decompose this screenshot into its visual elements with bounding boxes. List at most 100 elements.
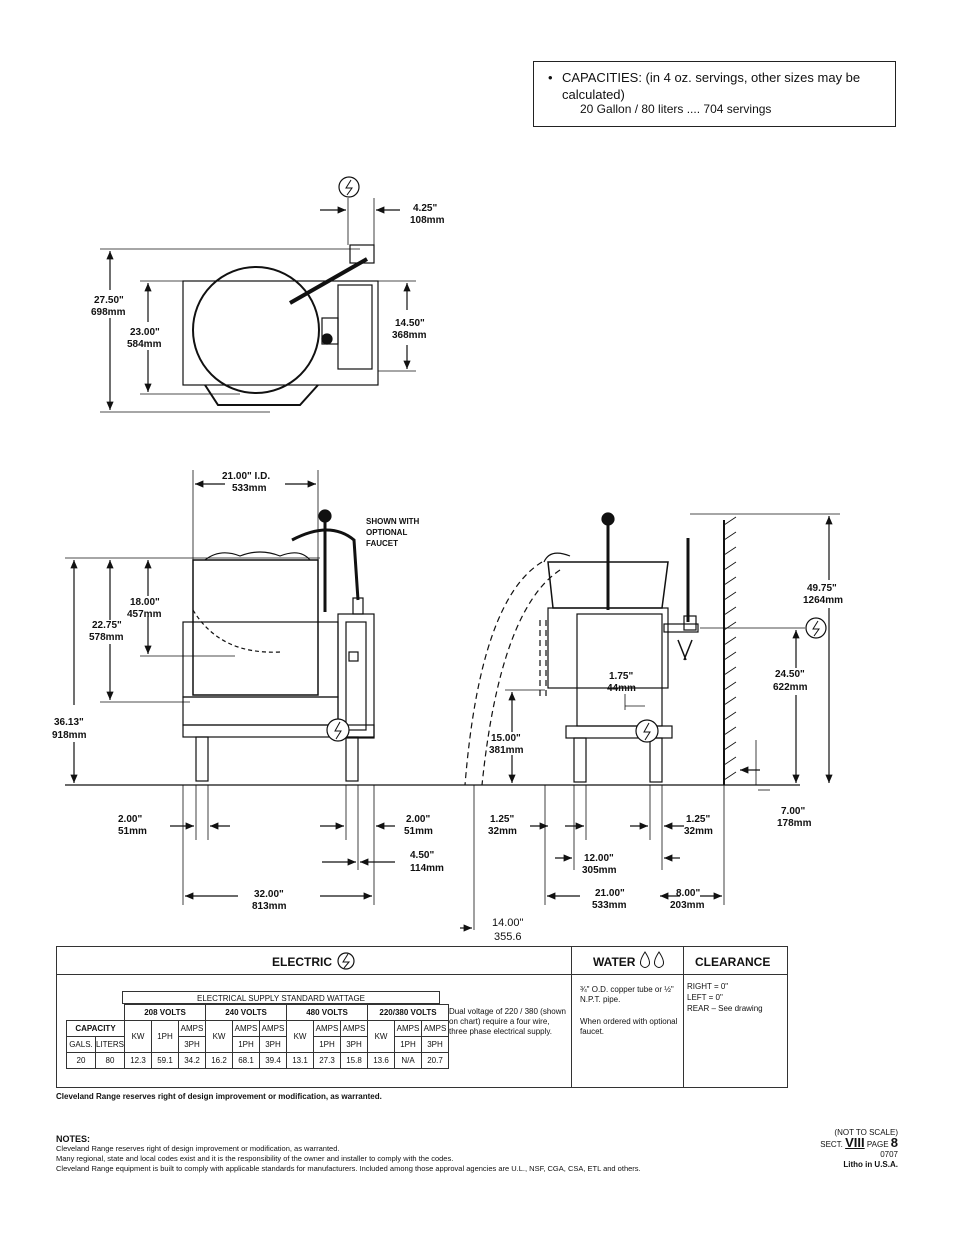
electric-heading: ELECTRIC <box>272 955 332 969</box>
faucet-note-3: FAUCET <box>366 539 398 548</box>
doc-code: 0707 <box>880 1150 898 1159</box>
dim-14-50-in: 14.50" <box>395 318 425 329</box>
water-heading: WATER <box>593 955 636 969</box>
side-view <box>464 512 827 786</box>
capacities-heading: CAPACITIES: (in 4 oz. servings, other si… <box>562 70 861 102</box>
dim-355-6: 355.6 <box>494 931 522 943</box>
amps-240-3: AMPS <box>259 1020 288 1037</box>
amps-380-1: AMPS <box>394 1020 423 1037</box>
faucet-note-1: SHOWN WITH <box>366 517 420 526</box>
dim-15-00-in: 15.00" <box>491 733 521 744</box>
kw-240: KW <box>205 1020 234 1053</box>
ph1-240: 1PH <box>232 1036 261 1053</box>
dim-27-50-in: 27.50" <box>94 295 124 306</box>
capacities-bullet: • <box>548 70 553 85</box>
ph1-208: 1PH <box>151 1020 180 1053</box>
amps-480-3: AMPS <box>340 1020 369 1037</box>
page-label: PAGE <box>866 1140 889 1149</box>
dim-203-mm: 203mm <box>670 900 705 911</box>
notes-section: NOTES: Cleveland Range reserves right of… <box>56 1134 796 1174</box>
cell-3ph-208: 34.2 <box>178 1052 207 1069</box>
cell-1ph-380: N/A <box>394 1052 423 1069</box>
kw-380: KW <box>367 1020 396 1053</box>
clearance-right: RIGHT = 0" <box>687 982 729 991</box>
dim-49-75-in: 49.75" <box>807 583 837 594</box>
cell-kw-208: 12.3 <box>124 1052 153 1069</box>
ph1-380: 1PH <box>394 1036 423 1053</box>
not-to-scale: (NOT TO SCALE) <box>834 1128 898 1137</box>
dim-114-mm: 114mm <box>410 863 444 874</box>
page-number: 8 <box>890 1135 898 1150</box>
dim-584-mm: 584mm <box>127 339 162 350</box>
dim-1-25-in-b: 1.25" <box>686 814 710 825</box>
dim-698-mm: 698mm <box>91 307 126 318</box>
page-footer: (NOT TO SCALE) SECT. VIII PAGE 8 0707 Li… <box>820 1128 898 1170</box>
notes-line-1: Cleveland Range reserves right of design… <box>56 1144 340 1153</box>
dim-1264-mm: 1264mm <box>803 595 843 606</box>
dim-813-mm: 813mm <box>252 901 287 912</box>
cell-1ph-480: 27.3 <box>313 1052 342 1069</box>
dim-7-00-in: 7.00" <box>781 806 805 817</box>
clearance-rear: REAR – See drawing <box>687 1004 763 1013</box>
dim-32-mm-a: 32mm <box>488 826 517 837</box>
faucet-note-2: OPTIONAL <box>366 528 407 537</box>
notes-title: NOTES: <box>56 1134 91 1144</box>
dim-305-mm: 305mm <box>582 865 617 876</box>
capacities-servings: 20 Gallon / 80 liters .... 704 servings <box>580 102 772 116</box>
capacity-header: CAPACITY <box>65 1020 126 1037</box>
notes-line-3: Cleveland Range equipment is built to co… <box>56 1164 641 1173</box>
spec-divider-water <box>571 946 572 1088</box>
table-row: 20 80 12.3 59.1 34.2 16.2 68.1 39.4 13.1… <box>66 1052 450 1069</box>
dim-4-50-in: 4.50" <box>410 850 434 861</box>
dim-381-mm: 381mm <box>489 745 524 756</box>
volts-220-380: 220/380 VOLTS <box>367 1004 450 1021</box>
dim-51-mm-b: 51mm <box>404 826 433 837</box>
ph1-480: 1PH <box>313 1036 342 1053</box>
cell-kw-240: 16.2 <box>205 1052 234 1069</box>
cell-3ph-480: 15.8 <box>340 1052 369 1069</box>
notes-line-2: Many regional, state and local codes exi… <box>56 1154 454 1163</box>
amps-480-1: AMPS <box>313 1020 342 1037</box>
wattage-table: 208 VOLTS 240 VOLTS 480 VOLTS 220/380 VO… <box>65 1004 450 1069</box>
ph3-480: 3PH <box>340 1036 369 1053</box>
dim-18-00-in: 18.00" <box>130 597 160 608</box>
dim-21-00-id: 21.00" I.D. <box>222 471 270 482</box>
dim-32-mm-b: 32mm <box>684 826 713 837</box>
cell-3ph-380: 20.7 <box>421 1052 450 1069</box>
water-drop-icon <box>640 951 664 968</box>
dim-21-00-in: 21.00" <box>595 888 625 899</box>
cell-gals: 20 <box>66 1052 96 1069</box>
cell-1ph-208: 59.1 <box>151 1052 180 1069</box>
dim-12-00-in: 12.00" <box>584 853 614 864</box>
dim-578-mm: 578mm <box>89 632 124 643</box>
volts-480: 480 VOLTS <box>286 1004 369 1021</box>
water-supply-note: ¾" O.D. copper tube or ½" N.P.T. pipe. <box>580 985 674 1004</box>
dim-918-mm: 918mm <box>52 730 87 741</box>
cell-kw-380: 13.6 <box>367 1052 396 1069</box>
liters-header: LITERS <box>94 1036 126 1053</box>
sect-number: VIII <box>845 1135 865 1150</box>
top-view <box>182 244 379 406</box>
dim-23-00-in: 23.00" <box>130 327 160 338</box>
cell-liters: 80 <box>94 1052 126 1069</box>
gals-header: GALS. <box>66 1036 96 1053</box>
dim-1-75-in: 1.75" <box>609 671 633 682</box>
ph3-208: 3PH <box>178 1036 207 1053</box>
dim-622-mm: 622mm <box>773 682 808 693</box>
sect-label: SECT. <box>820 1140 843 1149</box>
dim-44-mm: 44mm <box>607 683 636 694</box>
volts-208: 208 VOLTS <box>124 1004 207 1021</box>
ph3-240: 3PH <box>259 1036 288 1053</box>
cell-kw-480: 13.1 <box>286 1052 315 1069</box>
dim-533-mm-b: 533mm <box>592 900 627 911</box>
capacities-box: • CAPACITIES: (in 4 oz. servings, other … <box>533 61 896 127</box>
litho-note: Litho in U.S.A. <box>843 1160 898 1169</box>
clearance-heading: CLEARANCE <box>695 955 771 969</box>
amps-380-3: AMPS <box>421 1020 450 1037</box>
dim-32-00-in: 32.00" <box>254 889 284 900</box>
dim-1-25-in-a: 1.25" <box>490 814 514 825</box>
dim-24-50-in: 24.50" <box>775 669 805 680</box>
dim-368-mm: 368mm <box>392 330 427 341</box>
wattage-table-title: ELECTRICAL SUPPLY STANDARD WATTAGE <box>122 991 440 1004</box>
